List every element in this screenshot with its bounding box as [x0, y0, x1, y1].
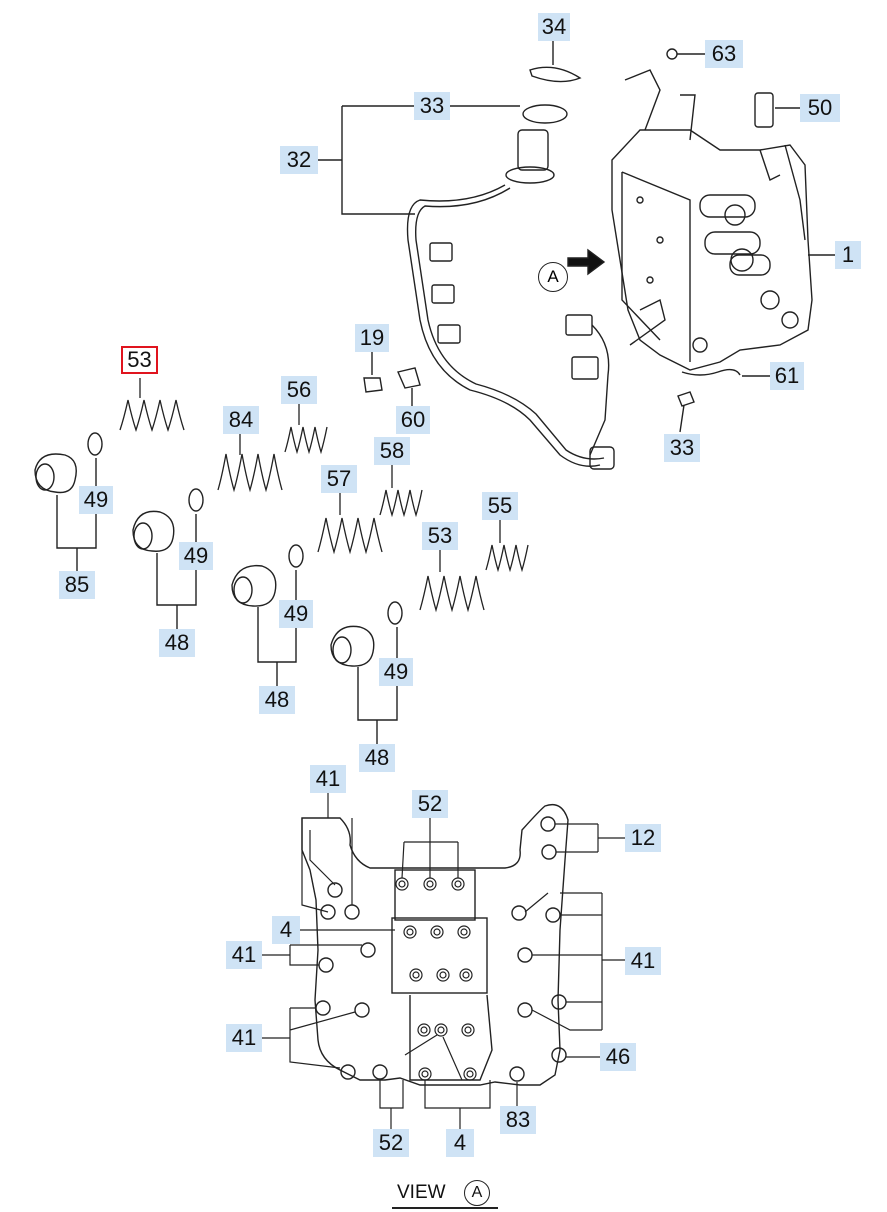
view-caption-text: VIEW — [397, 1182, 446, 1203]
callout-41-left[interactable]: 41 — [226, 941, 262, 969]
view-a-marker: A — [538, 262, 568, 292]
springs — [119, 378, 529, 613]
callout-83[interactable]: 83 — [500, 1106, 536, 1134]
callout-1[interactable]: 1 — [835, 241, 861, 269]
callout-60[interactable]: 60 — [396, 406, 430, 434]
callout-49-b[interactable]: 49 — [179, 542, 213, 570]
callout-55[interactable]: 55 — [482, 492, 518, 520]
callout-52-top[interactable]: 52 — [412, 790, 448, 818]
view-caption-circle: A — [464, 1180, 490, 1206]
callout-41-lower-left[interactable]: 41 — [226, 1024, 262, 1052]
view-arrow — [567, 248, 606, 276]
callout-56[interactable]: 56 — [281, 376, 317, 404]
view-a-outline — [301, 803, 569, 1086]
callout-85[interactable]: 85 — [59, 571, 95, 599]
callout-41-top[interactable]: 41 — [310, 765, 346, 793]
wire-harness — [318, 105, 615, 470]
callout-58[interactable]: 58 — [374, 437, 410, 465]
callout-34[interactable]: 34 — [538, 13, 570, 41]
solenoid-plugs — [34, 432, 403, 745]
callout-49-d[interactable]: 49 — [379, 658, 413, 686]
callout-63[interactable]: 63 — [705, 40, 743, 68]
callout-33-bolt[interactable]: 33 — [664, 434, 700, 462]
callout-84[interactable]: 84 — [223, 406, 259, 434]
callout-57[interactable]: 57 — [321, 465, 357, 493]
callout-61[interactable]: 61 — [770, 362, 804, 390]
callout-53-selected[interactable]: 53 — [121, 346, 158, 374]
callout-41-right[interactable]: 41 — [625, 947, 661, 975]
callout-49-c[interactable]: 49 — [279, 600, 313, 628]
callout-50[interactable]: 50 — [800, 94, 840, 122]
callout-53-lower[interactable]: 53 — [422, 522, 458, 550]
callout-48-b[interactable]: 48 — [259, 686, 295, 714]
callout-48-c[interactable]: 48 — [359, 744, 395, 772]
view-a-leaders — [262, 793, 625, 1130]
callout-4-left[interactable]: 4 — [272, 916, 300, 944]
callout-33-gasket[interactable]: 33 — [414, 92, 450, 120]
callout-19[interactable]: 19 — [355, 324, 389, 352]
callout-4-bottom[interactable]: 4 — [446, 1129, 474, 1157]
callout-46[interactable]: 46 — [600, 1043, 636, 1071]
view-caption-underline — [392, 1207, 498, 1209]
callout-48-a[interactable]: 48 — [159, 629, 195, 657]
callout-49-a[interactable]: 49 — [79, 486, 113, 514]
fasteners — [363, 352, 770, 433]
callout-32[interactable]: 32 — [280, 146, 318, 174]
top-small-parts — [450, 40, 800, 128]
valve-body — [611, 69, 813, 371]
callout-12[interactable]: 12 — [625, 824, 661, 852]
callout-52-bottom[interactable]: 52 — [373, 1129, 409, 1157]
view-a-caption: VIEW A — [392, 1180, 502, 1209]
